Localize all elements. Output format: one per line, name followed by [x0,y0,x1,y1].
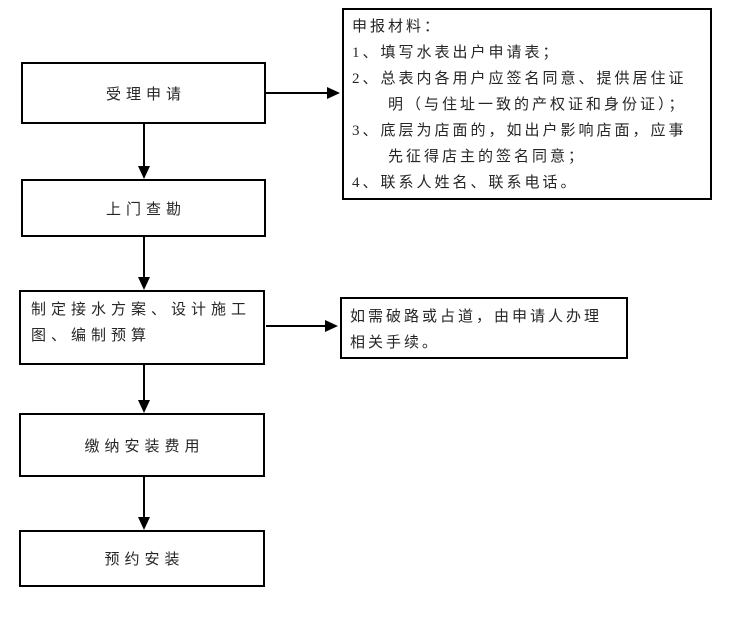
arrowhead-down-icon [137,400,150,413]
arrow-step1-to-materials-note [266,86,340,99]
arrow-shaft [266,324,325,327]
flow-step-label: 受理申请 [105,86,186,103]
arrow-step4-to-step5 [137,477,150,530]
materials-note-item: 4、联系人姓名、联系电话。 [352,175,579,191]
arrow-shaft [142,124,145,166]
arrow-step3-to-step4 [137,365,150,413]
arrow-shaft [266,91,327,94]
materials-note-item: 1、填写水表出户申请表； [352,45,561,61]
arrowhead-right-icon [325,319,338,332]
flow-step-label: 缴纳安装费用 [84,438,205,455]
flow-step-label: 预约安装 [104,552,185,568]
materials-note-item: 2、总表内各用户应签名同意、提供居住证明（与住址一致的产权证和身份证）； [352,71,687,113]
arrow-shaft [142,477,145,517]
arrow-step3-to-road-note [266,319,338,332]
flow-step-plan-design-budget: 制定接水方案、设计施工图、编制预算 [19,290,265,365]
flow-step-label: 制定接水方案、设计施工图、编制预算 [31,302,252,344]
materials-note-title: 申报材料： [352,19,443,35]
materials-note-item: 3、底层为店面的，如出户影响店面，应事先征得店主的签名同意； [352,123,687,165]
arrow-step2-to-step3 [137,237,150,290]
arrowhead-down-icon [137,277,150,290]
arrowhead-right-icon [327,86,340,99]
flow-step-pay-installation-fee: 缴纳安装费用 [19,413,265,477]
arrowhead-down-icon [137,166,150,179]
flow-step-site-survey: 上门查勘 [21,179,266,237]
flow-step-schedule-installation: 预约安装 [19,530,265,587]
road-permit-note-text: 如需破路或占道，由申请人办理相关手续。 [350,309,603,351]
arrowhead-down-icon [137,517,150,530]
arrow-shaft [142,237,145,277]
arrow-shaft [142,365,145,400]
flow-step-accept-application: 受理申请 [21,62,266,124]
road-permit-note-box: 如需破路或占道，由申请人办理相关手续。 [340,297,628,359]
materials-note-box: 申报材料： 1、填写水表出户申请表； 2、总表内各用户应签名同意、提供居住证明（… [342,8,712,200]
flow-step-label: 上门查勘 [105,201,186,218]
arrow-step1-to-step2 [137,124,150,179]
